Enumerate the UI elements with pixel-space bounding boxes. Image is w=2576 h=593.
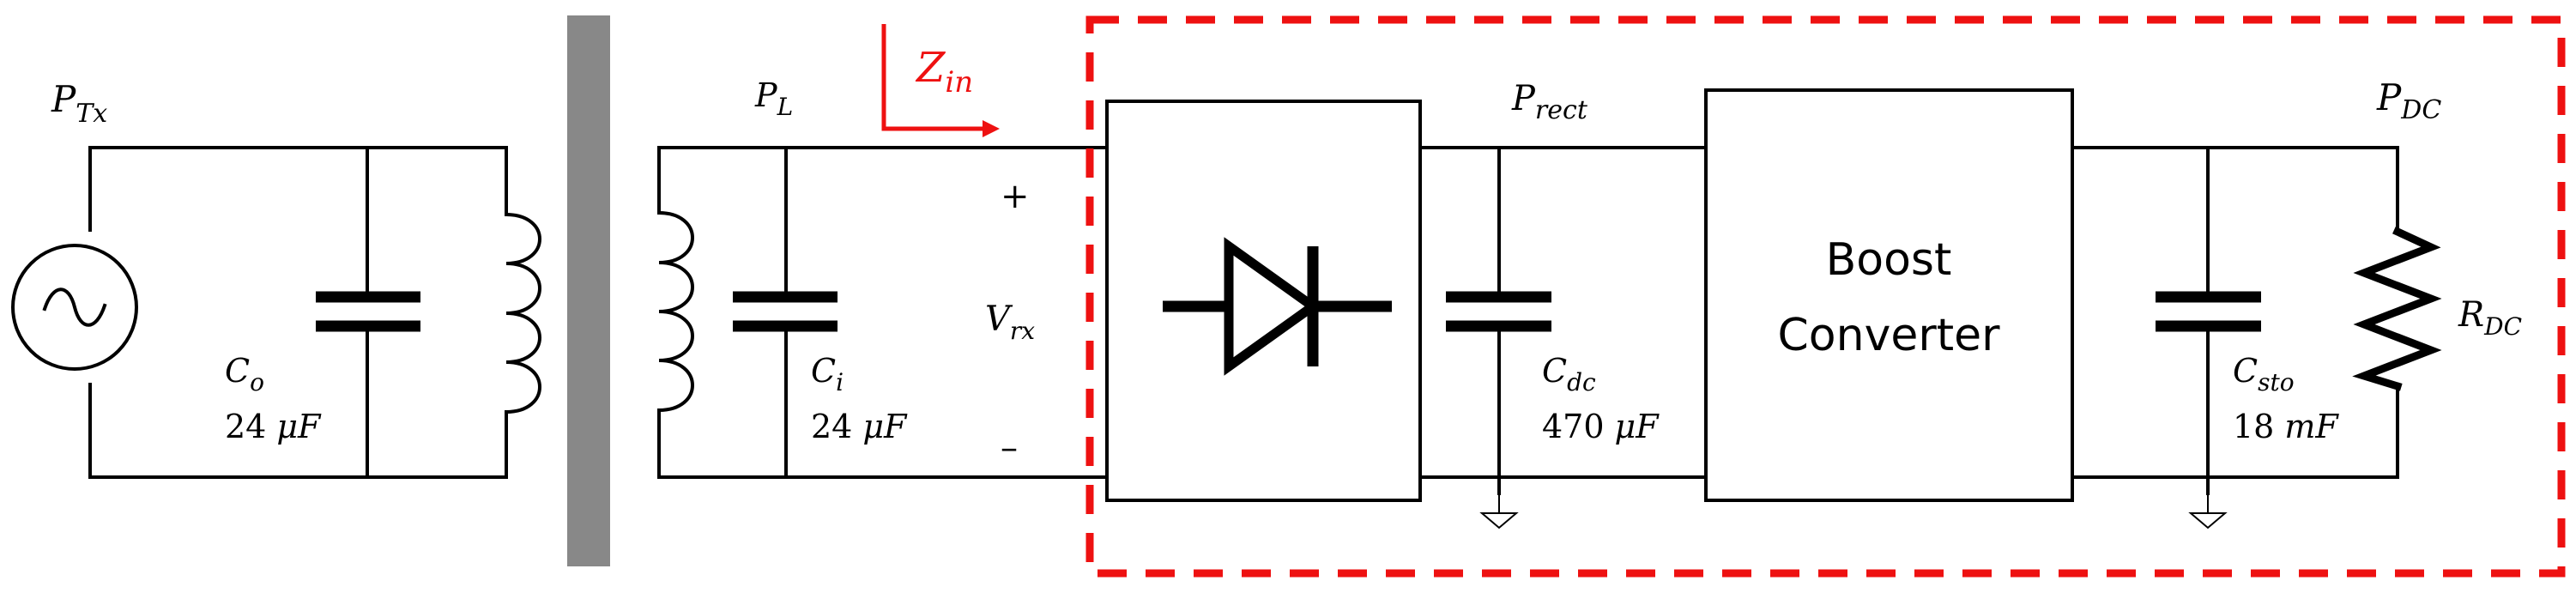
harvester-dashed-box: [1085, 15, 2566, 578]
r-dc-label: RDC: [2458, 295, 2522, 341]
c-o-label: Co: [225, 352, 264, 396]
transmitter-circuit: [11, 146, 541, 479]
inductor-coil-icon: [656, 210, 694, 413]
diode-icon: [1163, 237, 1392, 376]
zin-arrow: [881, 24, 1000, 137]
v-rx-label: Vrx: [985, 300, 1035, 345]
p-tx-label: PTx: [51, 78, 107, 129]
capacitor-icon: [733, 291, 838, 332]
receiver-circuit: [656, 146, 1109, 479]
c-dc-label: Cdc: [1542, 352, 1596, 396]
boost-converter-block: [1704, 88, 2074, 502]
ground-icon: [1479, 493, 1519, 529]
c-sto-label: Csto: [2233, 352, 2295, 396]
boost-label-line2: Converter: [1778, 310, 2001, 361]
boost-label-line1: Boost: [1826, 234, 1952, 286]
v-rx-plus: +: [1001, 177, 1030, 216]
inductor-coil-icon: [504, 212, 541, 414]
ac-source-icon: [11, 244, 138, 371]
capacitor-icon: [1446, 291, 1551, 332]
coupling-barrier: [567, 15, 610, 566]
p-l-label: PL: [754, 76, 793, 121]
c-i-label: Ci: [811, 352, 844, 396]
p-rect-label: Prect: [1511, 79, 1588, 125]
p-dc-label: PDC: [2376, 76, 2441, 125]
ground-icon: [2188, 493, 2228, 529]
resistor-icon: [2352, 227, 2442, 391]
capacitor-icon: [2156, 291, 2261, 332]
rectifier-block: [1105, 100, 1422, 502]
capacitor-icon: [316, 291, 420, 332]
z-in-label: Zin: [915, 44, 973, 100]
v-rx-minus: –: [1001, 428, 1018, 468]
